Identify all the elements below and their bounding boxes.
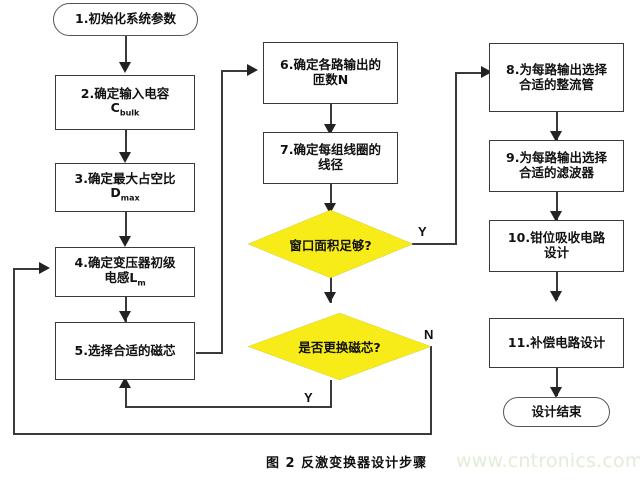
node-step-3-subscript: max: [120, 193, 140, 203]
node-step-3-line2: Dmax: [58, 186, 192, 203]
node-decision-change-core[interactable]: 是否更换磁芯?: [248, 313, 431, 380]
node-step-5-label: 5.选择合适的磁芯: [74, 342, 176, 358]
arrow-10-to-11: [550, 291, 562, 302]
node-step-3[interactable]: 3.确定最大占空比 Dmax: [55, 163, 195, 212]
node-step-2[interactable]: 2.确定输入电容 Cbulk: [55, 75, 195, 130]
node-step-3-symbol: D: [110, 185, 121, 201]
node-step-3-line1: 3.确定最大占空比: [74, 170, 176, 186]
node-step-4-subscript: m: [137, 278, 146, 288]
node-step-6-line1: 6.确定各路输出的: [280, 57, 381, 73]
edge-label-dec2-yes: Y: [304, 390, 313, 405]
arrow-5-to-6: [247, 64, 258, 76]
arrow-11-to-end: [550, 387, 562, 398]
connector-5-to-6-h1: [196, 352, 223, 354]
node-step-10-line2: 设计: [543, 245, 569, 260]
node-step-8[interactable]: 8.为每路输出选择 合适的整流管: [489, 43, 624, 112]
connector-4-to-5: [125, 297, 127, 323]
node-step-9-line1: 9.为每路输出选择: [506, 150, 607, 166]
node-step-7[interactable]: 7.确定每组线圈的 线径: [263, 132, 398, 184]
node-end-label: 设计结束: [531, 403, 582, 419]
node-step-2-line2: Cbulk: [58, 101, 192, 118]
node-decision-2-label: 是否更换磁芯?: [298, 340, 381, 355]
arrow-dec1-yes-to-8: [481, 66, 492, 78]
arrow-2-to-3: [119, 152, 131, 163]
site-watermark: www.cntronics.com: [456, 450, 640, 472]
edge-label-dec2-no: N: [424, 327, 434, 342]
connector-dec1-yes-h1: [412, 243, 457, 245]
node-step-2-line1: 2.确定输入电容: [80, 85, 170, 101]
connector-dec1-yes-h2: [455, 72, 486, 74]
connector-dec2-yes-v2: [125, 386, 127, 407]
connector-dec2-no-v-left: [13, 268, 15, 434]
node-step-11[interactable]: 11.补偿电路设计: [489, 318, 624, 368]
node-start-label: 1.初始化系统参数: [75, 11, 176, 27]
node-step-2-subscript: bulk: [119, 108, 140, 118]
arrow-9-to-10: [550, 211, 562, 222]
connector-9-to-10: [556, 192, 558, 220]
arrow-dec2-yes-to-5: [119, 377, 131, 388]
node-decision-1-label: 窗口面积足够?: [289, 237, 372, 253]
node-step-4-line1: 4.确定变压器初级: [74, 255, 176, 271]
figure-caption: 图 2 反激变换器设计步骤: [266, 456, 428, 471]
connector-7-to-dec1: [330, 184, 332, 212]
connector-6-to-7: [330, 104, 332, 132]
node-decision-window-area[interactable]: 窗口面积足够?: [248, 210, 413, 278]
connector-dec2-no-h-top: [13, 268, 43, 270]
node-step-6-line2: 匝数N: [312, 72, 349, 87]
node-start-terminator[interactable]: 1.初始化系统参数: [53, 3, 198, 36]
arrow-4-to-5: [119, 311, 131, 322]
node-step-8-line2: 合适的整流管: [518, 76, 594, 92]
node-step-2-symbol: C: [110, 100, 120, 116]
arrow-3-to-4: [119, 236, 131, 247]
connector-5-to-6-v: [221, 70, 223, 353]
connector-dec1-to-dec2: [330, 277, 332, 303]
node-step-4-symbol: 电感L: [104, 269, 138, 285]
connector-dec2-no-v: [430, 346, 432, 434]
connector-dec2-yes-v1: [330, 380, 332, 408]
node-step-10-line1: 10.钳位吸收电路: [507, 230, 606, 246]
edge-label-dec1-yes: Y: [418, 224, 427, 239]
connector-dec1-yes-v: [455, 72, 457, 244]
connector-5-to-6-h2: [221, 70, 251, 72]
arrow-7-to-dec1: [324, 203, 336, 214]
connector-3-to-4: [125, 212, 127, 240]
node-end-terminator[interactable]: 设计结束: [503, 397, 610, 427]
node-step-8-line1: 8.为每路输出选择: [506, 61, 607, 77]
node-step-4-line2: 电感Lm: [58, 269, 192, 288]
node-step-10[interactable]: 10.钳位吸收电路 设计: [489, 220, 624, 272]
connector-10-to-11: [556, 272, 558, 300]
arrow-dec1-to-dec2: [324, 292, 336, 303]
node-step-9-line2: 合适的滤波器: [518, 165, 594, 180]
node-step-7-line1: 7.确定每组线圈的: [280, 142, 381, 158]
connector-8-to-9: [556, 112, 558, 140]
connector-11-to-end: [556, 368, 558, 396]
node-step-9[interactable]: 9.为每路输出选择 合适的滤波器: [489, 140, 624, 192]
node-step-6[interactable]: 6.确定各路输出的 匝数N: [263, 42, 398, 104]
connector-2-to-3: [125, 130, 127, 158]
node-step-4[interactable]: 4.确定变压器初级 电感Lm: [55, 247, 195, 297]
connector-dec2-no-h-bottom: [13, 433, 432, 435]
connector-1-to-2: [125, 36, 127, 66]
node-step-5[interactable]: 5.选择合适的磁芯: [55, 322, 195, 380]
node-step-7-line2: 线径: [317, 157, 343, 172]
arrow-1-to-2: [119, 62, 131, 73]
arrow-dec2-no-to-4: [39, 262, 50, 274]
arrow-6-to-7: [324, 124, 336, 135]
connector-dec2-yes-h: [125, 406, 332, 408]
arrow-8-to-9: [550, 131, 562, 142]
node-step-11-label: 11.补偿电路设计: [507, 334, 606, 350]
